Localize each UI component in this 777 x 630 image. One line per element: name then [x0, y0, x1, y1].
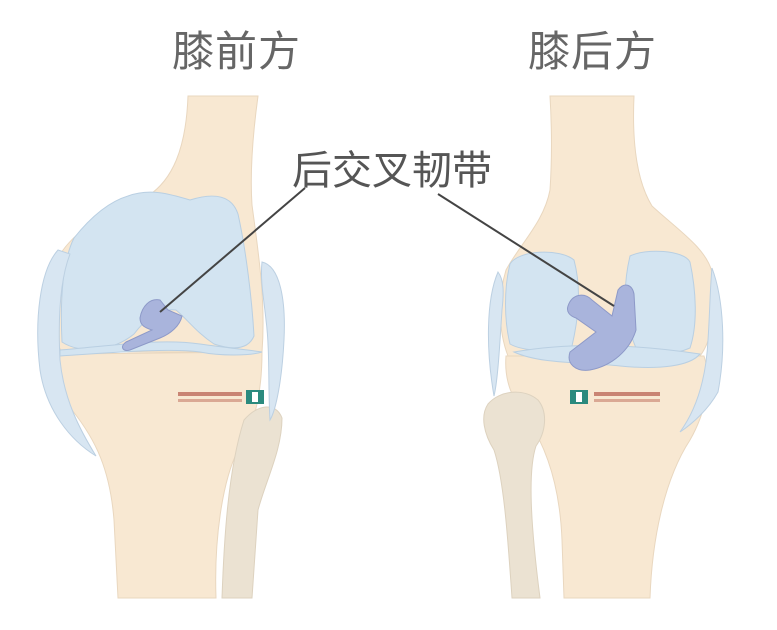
back-knee	[483, 95, 724, 599]
back-pcl-ligament	[567, 284, 637, 371]
pcl-callout-label: 后交叉韧带	[292, 148, 492, 194]
back-fibula	[483, 391, 545, 599]
front-medial-collateral	[37, 249, 97, 457]
leader-line-front	[159, 187, 306, 313]
hospital-logo-icon	[570, 390, 660, 404]
back-right-collateral	[679, 267, 724, 433]
front-knee	[37, 95, 285, 599]
back-lateral-condyle	[624, 250, 696, 355]
front-pcl-ligament	[122, 299, 183, 351]
back-left-collateral	[487, 271, 504, 397]
back-view-title: 膝后方	[528, 27, 658, 76]
hospital-logo-icon	[178, 390, 264, 404]
front-lateral-collateral	[261, 261, 285, 422]
front-view-title: 膝前方	[172, 27, 302, 76]
leader-line-back	[437, 193, 615, 307]
back-medial-condyle	[505, 251, 579, 351]
